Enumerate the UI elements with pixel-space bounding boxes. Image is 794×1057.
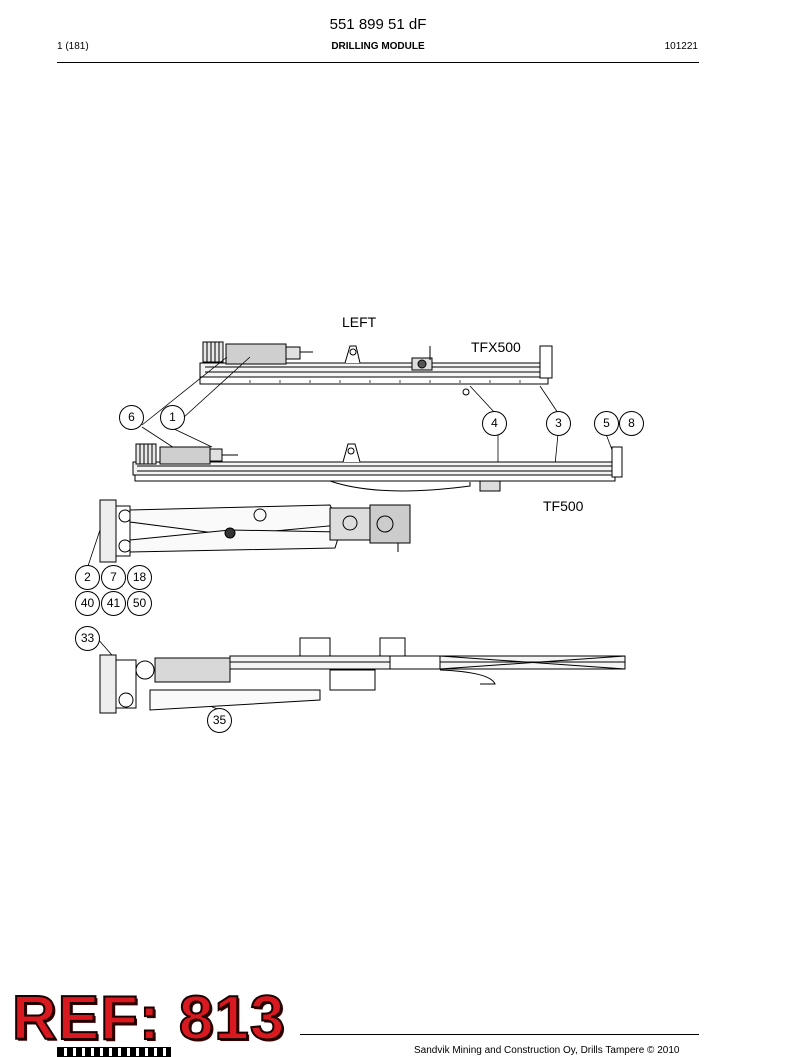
callout: 1 [160, 405, 185, 430]
callout: 6 [119, 405, 144, 430]
page-number: 1 (181) [57, 41, 89, 52]
callout: 18 [127, 565, 152, 590]
tf500-feed [132, 443, 623, 492]
callout: 4 [482, 411, 507, 436]
doc-number: 551 899 51 dF [329, 16, 427, 33]
module-title: DRILLING MODULE [331, 41, 425, 52]
callout: 3 [546, 411, 571, 436]
brand-logo-strip [57, 1047, 171, 1057]
callout: 8 [619, 411, 644, 436]
callout: 7 [101, 565, 126, 590]
callout: 50 [127, 591, 152, 616]
view-label: LEFT [342, 314, 377, 330]
callout: 2 [75, 565, 100, 590]
model-label-tf500: TF500 [543, 498, 584, 514]
callout: 35 [207, 708, 232, 733]
top-view-assembly [99, 637, 626, 714]
doc-date: 101221 [664, 41, 698, 52]
boom [99, 499, 411, 563]
callout: 5 [594, 411, 619, 436]
callout: 41 [101, 591, 126, 616]
tfx500-feed [199, 341, 553, 396]
ref-badge: REF: 813 [11, 984, 286, 1053]
callout: 33 [75, 626, 100, 651]
parts-drawing [87, 341, 626, 714]
callout: 40 [75, 591, 100, 616]
header-rule [57, 62, 699, 63]
footer-rule [300, 1034, 699, 1035]
model-label-tfx500: TFX500 [471, 339, 521, 355]
footer-copyright: Sandvik Mining and Construction Oy, Dril… [414, 1045, 680, 1056]
